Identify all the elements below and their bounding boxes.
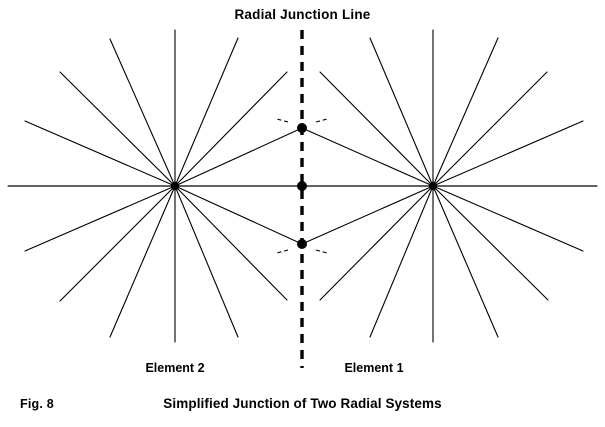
spoke-left-hub-14 xyxy=(24,185,176,252)
spoke-left-hub-8 xyxy=(174,185,303,245)
figure-caption: Simplified Junction of Two Radial System… xyxy=(163,396,442,411)
junction-node-upper-node xyxy=(297,123,307,133)
hub-center-left-hub xyxy=(170,181,180,191)
element-2-label: Element 2 xyxy=(145,361,205,375)
spoke-left-hub-9 xyxy=(174,185,288,301)
junction-nodes xyxy=(297,123,307,249)
left-hub-spokes xyxy=(7,29,303,343)
spoke-right-hub-5 xyxy=(369,37,434,187)
spoke-right-hub-7 xyxy=(301,127,434,187)
spark-mark-0 xyxy=(276,118,289,123)
spoke-right-hub-13 xyxy=(432,185,549,301)
spoke-left-hub-12 xyxy=(109,185,176,338)
spoke-right-hub-8 xyxy=(301,185,434,245)
spoke-left-hub-2 xyxy=(59,71,176,187)
spoke-right-hub-2 xyxy=(432,71,548,187)
spoke-right-hub-3 xyxy=(432,37,499,187)
figure-number: Fig. 8 xyxy=(20,397,54,411)
spoke-right-hub-6 xyxy=(319,71,434,187)
spoke-right-hub-12 xyxy=(432,185,499,338)
junction-node-lower-node xyxy=(297,239,307,249)
spoke-left-hub-3 xyxy=(109,38,176,187)
spoke-right-hub-9 xyxy=(319,185,434,301)
spark-marks xyxy=(276,118,328,254)
spoke-right-hub-14 xyxy=(432,185,584,252)
spoke-right-hub-1 xyxy=(432,120,584,187)
spoke-left-hub-6 xyxy=(174,71,288,187)
spoke-left-hub-10 xyxy=(174,185,239,338)
spoke-left-hub-1 xyxy=(24,120,176,187)
spark-mark-2 xyxy=(276,249,289,254)
spoke-left-hub-5 xyxy=(174,37,239,187)
spoke-left-hub-7 xyxy=(174,127,303,187)
spoke-left-hub-13 xyxy=(59,185,176,302)
figure-title: Radial Junction Line xyxy=(234,7,371,22)
hub-center-right-hub xyxy=(428,181,438,191)
spark-mark-3 xyxy=(315,249,328,254)
right-hub-spokes xyxy=(301,29,598,343)
spoke-right-hub-10 xyxy=(369,185,434,338)
hub-center-dots xyxy=(170,181,438,191)
element-1-label: Element 1 xyxy=(344,361,404,375)
junction-node-center-node xyxy=(297,181,307,191)
spark-mark-1 xyxy=(315,118,328,123)
